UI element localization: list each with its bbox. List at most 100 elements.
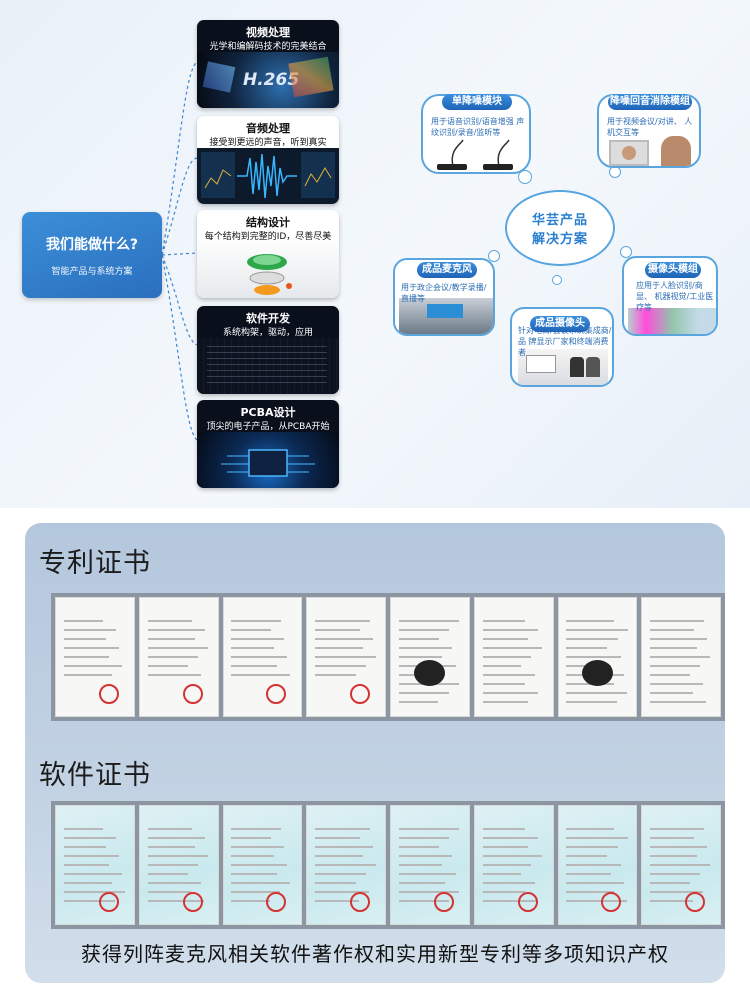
person-art xyxy=(661,136,691,166)
text-line xyxy=(315,846,374,848)
patent-certificate[interactable] xyxy=(390,597,470,717)
text-line xyxy=(147,629,206,631)
text-line xyxy=(315,665,367,667)
service-audio-card[interactable]: 音频处理 接受到更远的声音，听到真实 xyxy=(197,116,339,204)
text-line xyxy=(315,620,371,622)
product-microphone-card[interactable]: 用于政企会议/教学录播/直播等 xyxy=(393,258,495,336)
connector-lines xyxy=(161,61,198,441)
red-seal-icon xyxy=(266,892,287,912)
service-structure-card[interactable]: 结构设计 每个结构到完整的ID，尽善尽美 xyxy=(197,210,339,298)
module-tag: 成品摄像头 xyxy=(530,316,590,332)
classroom-art xyxy=(399,298,493,334)
patent-certificate[interactable] xyxy=(473,597,554,717)
software-certificate[interactable] xyxy=(306,805,386,925)
text-line xyxy=(398,855,453,857)
text-line xyxy=(63,837,116,839)
software-certificate[interactable] xyxy=(557,805,638,925)
text-line xyxy=(650,629,694,631)
text-line xyxy=(398,692,449,694)
software-certificate[interactable] xyxy=(641,805,721,925)
service-software-card[interactable]: 软件开发 系统构架，驱动，应用 xyxy=(197,306,339,394)
software-certificate[interactable] xyxy=(55,805,135,925)
text-line xyxy=(566,828,615,830)
text-line xyxy=(398,620,460,622)
patent-certificate[interactable] xyxy=(306,597,386,717)
text-line xyxy=(147,828,192,830)
text-line xyxy=(147,665,188,667)
audio-waveform-art xyxy=(197,148,339,204)
text-line xyxy=(315,891,370,893)
text-line xyxy=(482,629,539,631)
red-seal-icon xyxy=(182,892,203,912)
capabilities-section: 我们能做什么? 智能产品与系统方案 视频处理 光学和编解码技术的完美结合 H.2… xyxy=(0,0,750,508)
text-line xyxy=(398,846,440,848)
text-line xyxy=(147,674,202,676)
text-line xyxy=(482,665,522,667)
text-line xyxy=(147,900,205,902)
text-line xyxy=(566,647,608,649)
patent-certificate[interactable] xyxy=(55,597,135,717)
section-divider xyxy=(0,508,750,518)
service-pcba-card[interactable]: PCBA设计 顶尖的电子产品，从PCBA开始 xyxy=(197,400,339,488)
text-line xyxy=(398,882,446,884)
text-line xyxy=(566,882,624,884)
center-line-2: 解决方案 xyxy=(531,232,588,247)
product-camera-card[interactable]: 针对电商/会议系统集成商/品 牌显示厂家和终端消费者 xyxy=(510,307,614,387)
patent-certificate[interactable] xyxy=(138,597,219,717)
text-line xyxy=(63,638,106,640)
text-line xyxy=(147,620,192,622)
module-desc: 用于语音识别/语音增强 声纹识别/录音/监听等 xyxy=(431,117,525,137)
text-line xyxy=(231,882,291,884)
text-line xyxy=(63,828,103,830)
text-line xyxy=(482,837,539,839)
module-desc: 用于政企会议/教学录播/直播等 xyxy=(401,283,487,303)
text-line xyxy=(231,891,281,893)
software-certificate[interactable] xyxy=(222,805,303,925)
text-line xyxy=(398,701,439,703)
text-line xyxy=(63,864,109,866)
software-certificates-strip xyxy=(51,801,725,929)
main-subtitle: 智能产品与系统方案 xyxy=(51,267,133,277)
text-line xyxy=(231,674,291,676)
software-certificate[interactable] xyxy=(473,805,554,925)
text-line xyxy=(566,629,628,631)
text-line xyxy=(147,638,195,640)
patent-certificate[interactable] xyxy=(222,597,303,717)
text-line xyxy=(147,855,209,857)
text-line xyxy=(315,864,377,866)
text-line xyxy=(63,629,116,631)
text-line xyxy=(482,674,535,676)
text-line xyxy=(566,873,611,875)
text-line xyxy=(63,647,119,649)
software-code-art xyxy=(197,338,339,394)
text-line xyxy=(566,846,618,848)
red-seal-icon xyxy=(517,892,538,912)
text-line xyxy=(315,638,374,640)
patent-certificate[interactable] xyxy=(557,597,638,717)
text-line xyxy=(398,900,449,902)
text-line xyxy=(231,665,278,667)
text-line xyxy=(566,692,627,694)
text-line xyxy=(63,882,112,884)
text-line xyxy=(566,701,617,703)
patent-certificates-strip xyxy=(51,593,725,721)
service-subtitle: 顶尖的电子产品，从PCBA开始 xyxy=(206,422,330,432)
text-line xyxy=(315,882,357,884)
patent-certificate[interactable] xyxy=(641,597,721,717)
thought-dot xyxy=(620,246,632,258)
text-line xyxy=(398,864,443,866)
software-certificate[interactable] xyxy=(138,805,219,925)
text-line xyxy=(650,638,707,640)
gooseneck-mic-art xyxy=(437,139,513,170)
text-line xyxy=(63,873,123,875)
main-title: 我们能做什么? xyxy=(45,237,139,253)
module-tag: 摄像头模组 xyxy=(645,262,701,278)
module-tag: 降噪回音消除模组 xyxy=(608,94,692,110)
service-video-card[interactable]: 视频处理 光学和编解码技术的完美结合 H.265 xyxy=(197,20,339,108)
center-line-1: 华芸产品 xyxy=(531,213,588,228)
service-subtitle: 光学和编解码技术的完美结合 xyxy=(209,42,327,52)
module-tag: 成品麦克风 xyxy=(417,262,477,278)
text-line xyxy=(566,900,627,902)
software-certificate[interactable] xyxy=(390,805,470,925)
text-line xyxy=(315,900,360,902)
